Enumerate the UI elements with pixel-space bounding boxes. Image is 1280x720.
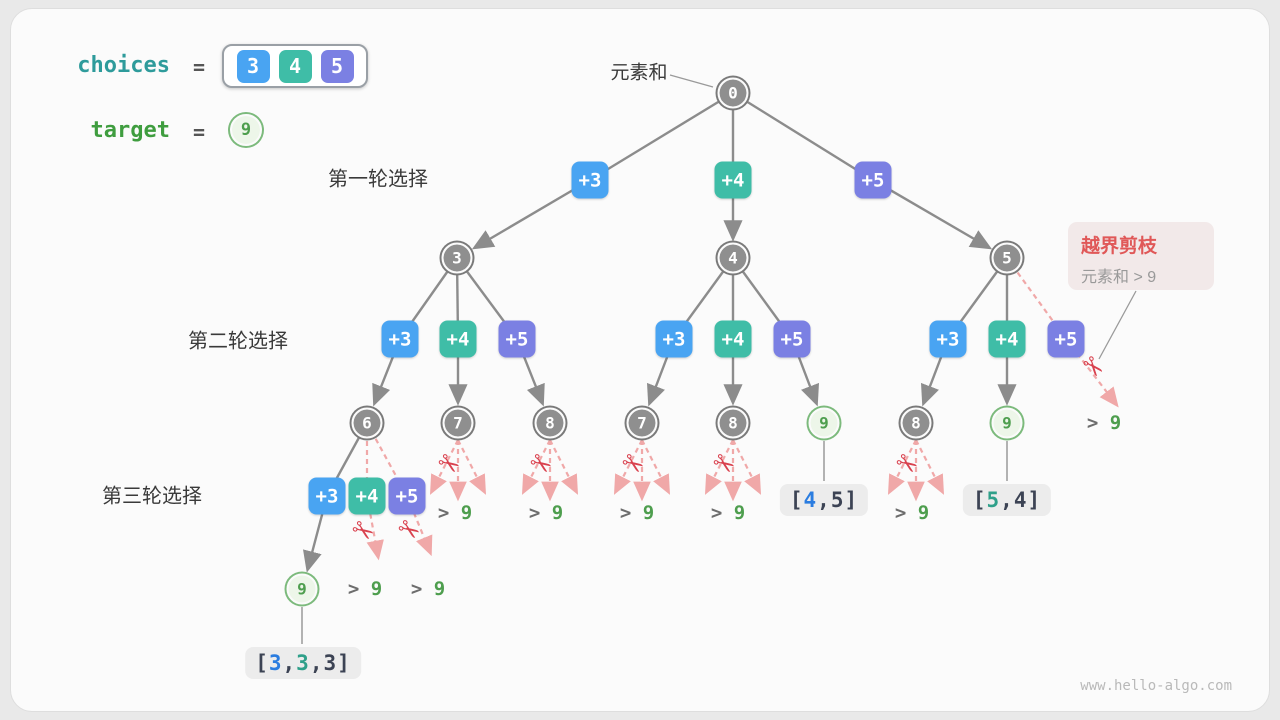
op-plus5: +5 (388, 477, 426, 515)
tree-node-root: 0 (717, 77, 749, 109)
result-char: 5 (830, 488, 845, 512)
pruned-gt9-label: > 9 (411, 578, 445, 600)
tree-node-solution: 9 (286, 573, 318, 605)
tree-node: 7 (442, 407, 474, 439)
choices-equals: = (193, 55, 206, 79)
round-1-label: 第一轮选择 (328, 168, 428, 191)
tree-node-solution: 9 (808, 407, 840, 439)
gt-value: 9 (642, 502, 655, 524)
result-char: 4 (1013, 488, 1028, 512)
target-label: target (90, 118, 170, 143)
result-char: 3 (323, 651, 338, 675)
result-char: [ (255, 651, 269, 675)
choices-label: choices (77, 53, 170, 78)
round-3-label: 第三轮选择 (102, 485, 202, 508)
pruned-gt9-label: > 9 (438, 502, 472, 524)
choice-chip-4: 4 (278, 49, 312, 83)
site-watermark: www.hello-algo.com (1080, 678, 1232, 694)
op-plus5: +5 (854, 161, 892, 199)
op-plus3: +3 (381, 320, 419, 358)
gt-sign: > (528, 502, 541, 524)
result-char: [ (789, 488, 804, 512)
result-char: , (817, 488, 831, 512)
pruned-gt9-label: > 9 (711, 502, 745, 524)
result-char: 3 (268, 651, 283, 675)
op-plus3: +3 (308, 477, 346, 515)
gt-value: 9 (460, 502, 473, 524)
op-plus3: +3 (929, 320, 967, 358)
tree-node: 8 (534, 407, 566, 439)
result-char: 3 (296, 651, 310, 675)
result-char: ] (1027, 488, 1042, 512)
result-box-4-5: [4,5] (779, 484, 869, 516)
tree-node: 6 (351, 407, 383, 439)
gt-value: 9 (370, 578, 383, 600)
choice-chip-5: 5 (320, 49, 354, 83)
result-char: , (309, 651, 324, 675)
target-value-node: 9 (230, 114, 262, 146)
choice-chip-3: 3 (236, 49, 270, 83)
op-plus5: +5 (498, 320, 536, 358)
gt-value: 9 (917, 502, 930, 524)
tree-node-solution: 9 (991, 407, 1023, 439)
pruned-gt9-label: > 9 (348, 578, 382, 600)
op-plus3: +3 (655, 320, 693, 358)
target-equals: = (193, 120, 206, 144)
op-plus5: +5 (773, 320, 811, 358)
gt-sign: > (619, 502, 632, 524)
result-char: ] (337, 651, 351, 675)
pruned-gt9-label: > 9 (895, 502, 929, 524)
gt-value: 9 (1109, 412, 1122, 434)
op-plus4: +4 (988, 320, 1026, 358)
tree-node: 5 (991, 242, 1023, 274)
gt-sign: > (710, 502, 723, 524)
round-2-label: 第二轮选择 (188, 330, 288, 353)
result-char: , (1000, 488, 1014, 512)
result-char: , (282, 651, 297, 675)
pruned-gt9-label: > 9 (620, 502, 654, 524)
tree-node: 7 (626, 407, 658, 439)
op-plus3: +3 (571, 161, 609, 199)
pruned-gt9-label: > 9 (529, 502, 563, 524)
gt-sign: > (347, 578, 360, 600)
result-box-5-4: [5,4] (962, 484, 1052, 516)
result-char: [ (972, 488, 987, 512)
figure-card (10, 8, 1270, 712)
op-plus5: +5 (1047, 320, 1085, 358)
gt-sign: > (437, 502, 450, 524)
choices-array-box: 3 4 5 (222, 44, 368, 88)
result-char: 5 (986, 488, 1001, 512)
result-char: ] (844, 488, 859, 512)
pruned-gt9-label: > 9 (1087, 412, 1121, 434)
pruning-callout-title: 越界剪枝 (1081, 236, 1158, 257)
op-plus4: +4 (439, 320, 477, 358)
op-plus4: +4 (348, 477, 386, 515)
tree-node: 4 (717, 242, 749, 274)
pruning-callout-desc: 元素和 > 9 (1081, 269, 1157, 286)
gt-sign: > (410, 578, 423, 600)
tree-node: 3 (441, 242, 473, 274)
tree-node: 8 (900, 407, 932, 439)
gt-sign: > (1086, 412, 1099, 434)
result-char: 4 (803, 488, 818, 512)
element-sum-label: 元素和 (610, 62, 668, 84)
pruning-callout: 越界剪枝 元素和 > 9 (1068, 222, 1214, 290)
op-plus4: +4 (714, 320, 752, 358)
op-plus4: +4 (714, 161, 752, 199)
gt-sign: > (894, 502, 907, 524)
tree-node: 8 (717, 407, 749, 439)
result-box-3-3-3: [3,3,3] (245, 647, 361, 679)
gt-value: 9 (433, 578, 446, 600)
gt-value: 9 (733, 502, 746, 524)
gt-value: 9 (551, 502, 564, 524)
